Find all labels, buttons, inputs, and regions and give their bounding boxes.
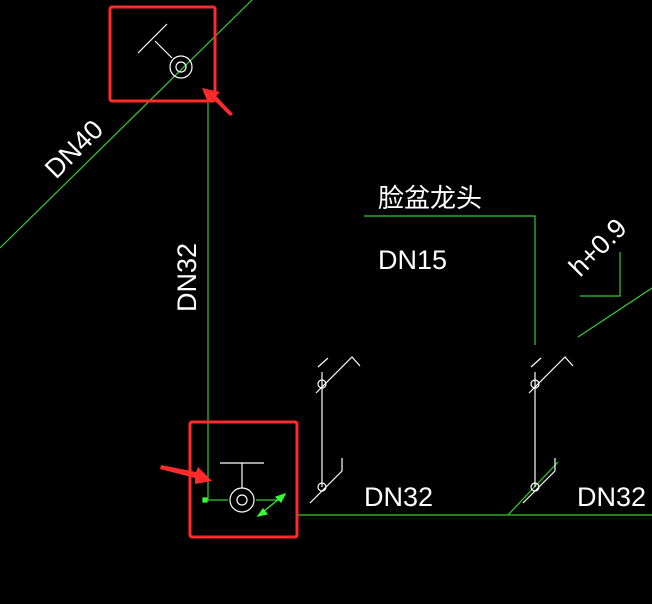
- top-valve-red-arrow-icon: [202, 88, 233, 116]
- top-valve-highlight-box: [108, 5, 217, 103]
- bottom-valve-icon[interactable]: [220, 462, 264, 513]
- label-main-pipe: DN40: [39, 114, 109, 184]
- elevation-marker-icon: [580, 252, 621, 297]
- label-fixture-pipe: DN15: [378, 245, 447, 275]
- left-faucet-icon[interactable]: [309, 356, 361, 504]
- dimension-arrow-icon: [202, 492, 287, 517]
- right-faucet-icon[interactable]: [522, 356, 574, 504]
- annotations: [108, 5, 299, 539]
- label-branch-pipe-left: DN32: [364, 482, 433, 512]
- label-riser-pipe: DN32: [172, 243, 202, 312]
- fixtures: [137, 23, 574, 513]
- bottom-valve-red-arrow-icon: [160, 465, 212, 484]
- labels: DN40 DN32 脸盆龙头 DN15 DN32 DN32 h+0.9: [39, 114, 646, 512]
- bottom-valve-highlight-box: [188, 420, 299, 539]
- label-branch-pipe-right: DN32: [577, 482, 646, 512]
- main-pipe-dn40[interactable]: [0, 0, 253, 249]
- fixture-pipe-dn15[interactable]: [364, 215, 536, 345]
- label-elevation: h+0.9: [563, 213, 633, 283]
- pipe-network: [0, 0, 652, 516]
- top-valve-icon[interactable]: [137, 23, 193, 79]
- diagonal-pipe-lower-right[interactable]: [507, 461, 559, 516]
- diagonal-pipe-right[interactable]: [577, 287, 652, 338]
- label-fixture-name: 脸盆龙头: [378, 183, 482, 213]
